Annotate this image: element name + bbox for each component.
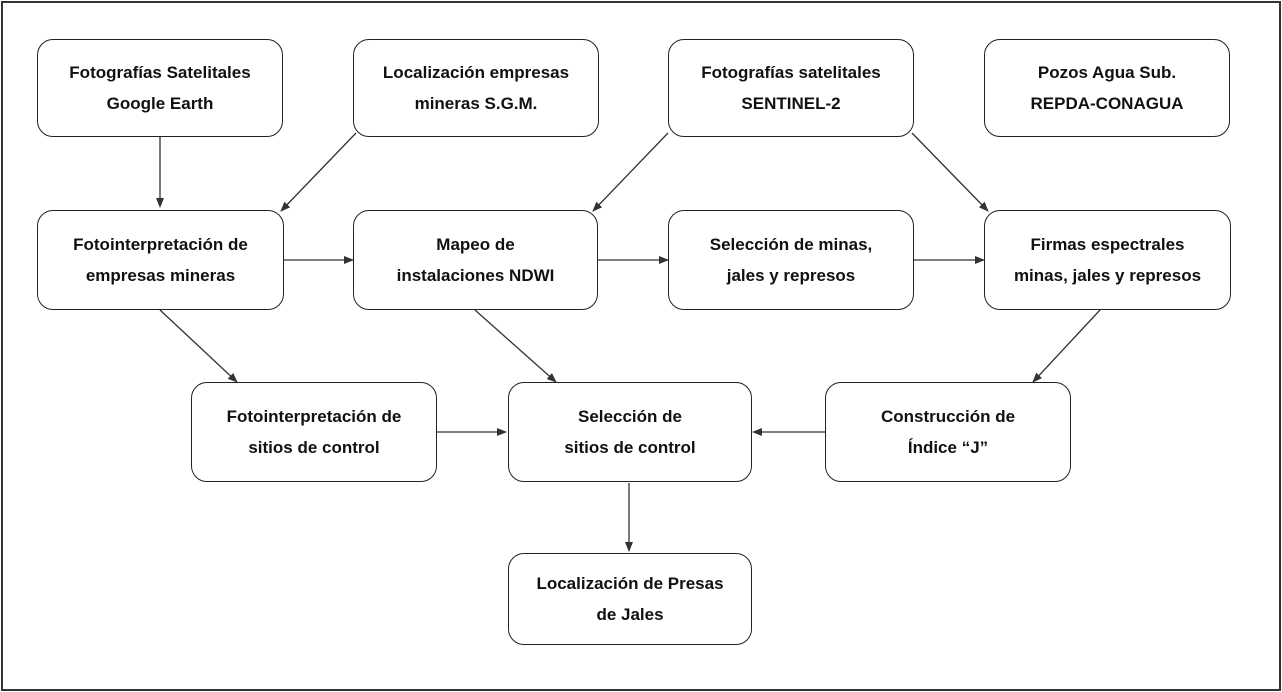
node-label-line: Localización empresas <box>382 63 570 82</box>
node-label-line: empresas mineras <box>85 266 236 285</box>
node-label-line: SENTINEL-2 <box>741 94 841 113</box>
node-label-line: Selección de <box>578 407 682 426</box>
node-label-line: mineras S.G.M. <box>414 94 538 113</box>
node-label-line: Pozos Agua Sub. <box>1037 63 1177 82</box>
node-label-line: Fotografías satelitales <box>701 63 881 82</box>
node-label-line: Localización de Presas <box>536 574 724 593</box>
node-label-line: Construcción de <box>880 407 1016 426</box>
node-label-line: minas, jales y represos <box>1013 266 1202 285</box>
node-fotointerpretacion-empresas: Fotointerpretación de empresas mineras <box>37 210 284 310</box>
node-construccion-indice: Construcción de Índice “J” <box>825 382 1071 482</box>
node-fotografias-sentinel: Fotografías satelitales SENTINEL-2 <box>668 39 914 137</box>
node-label-line: sitios de control <box>564 438 696 457</box>
node-seleccion-sitios: Selección de sitios de control <box>508 382 752 482</box>
node-label-line: instalaciones NDWI <box>396 266 555 285</box>
node-label-line: Google Earth <box>106 94 214 113</box>
node-label-line: jales y represos <box>726 266 856 285</box>
node-label-line: Selección de minas, <box>709 235 873 254</box>
node-label-line: Firmas espectrales <box>1030 235 1185 254</box>
node-pozos-agua: Pozos Agua Sub. REPDA-CONAGUA <box>984 39 1230 137</box>
node-label-line: Fotointerpretación de <box>73 235 248 254</box>
node-fotointerpretacion-sitios: Fotointerpretación de sitios de control <box>191 382 437 482</box>
node-fotografias-google-earth: Fotografías Satelitales Google Earth <box>37 39 283 137</box>
node-seleccion-minas: Selección de minas, jales y represos <box>668 210 914 310</box>
node-label-line: sitios de control <box>248 438 380 457</box>
node-localizacion-empresas: Localización empresas mineras S.G.M. <box>353 39 599 137</box>
node-label-line: Fotointerpretación de <box>226 407 402 426</box>
node-label-line: Fotografías Satelitales <box>69 63 251 82</box>
node-label-line: Mapeo de <box>436 235 515 254</box>
node-mapeo-ndwi: Mapeo de instalaciones NDWI <box>353 210 598 310</box>
node-label-line: REPDA-CONAGUA <box>1030 94 1184 113</box>
node-label-line: de Jales <box>596 605 664 624</box>
node-label-line: Índice “J” <box>907 438 989 457</box>
node-firmas-espectrales: Firmas espectrales minas, jales y repres… <box>984 210 1231 310</box>
node-localizacion-presas: Localización de Presas de Jales <box>508 553 752 645</box>
